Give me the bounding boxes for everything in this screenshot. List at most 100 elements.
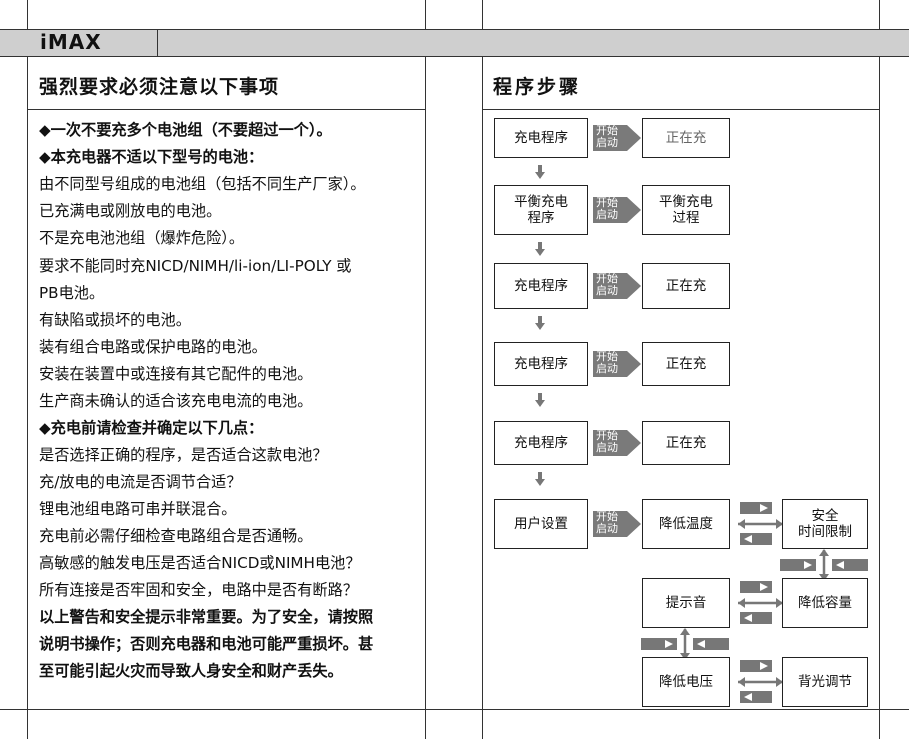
- program-box: 充电程序: [494, 263, 588, 309]
- warning-line: 说明书操作；否则充电器和电池可能严重损坏。甚: [39, 635, 374, 653]
- status-box: 正在充: [642, 263, 730, 309]
- box-text: 程序: [527, 210, 555, 226]
- status-box: 正在充: [642, 118, 730, 158]
- arrow-down-icon: [535, 241, 545, 256]
- frame-line-mid2: [482, 0, 483, 739]
- arrow-right-icon: [593, 273, 641, 299]
- start-label-line: 开始: [596, 124, 618, 137]
- box-text: 平衡充电: [514, 194, 568, 210]
- box-text: 提示音: [665, 595, 707, 611]
- arrow-right-icon: [593, 351, 641, 377]
- start-label-line: 启动: [596, 522, 618, 535]
- start-label: 开始启动: [596, 351, 618, 375]
- arrow-right-icon: [593, 511, 641, 537]
- arrow-down-icon: [535, 392, 545, 407]
- box-text: 充电程序: [514, 356, 568, 372]
- bidirectional-arrow-icon: [780, 549, 870, 585]
- start-label-line: 启动: [596, 136, 618, 149]
- arrow-right-icon: [593, 125, 641, 151]
- bidirectional-arrow-icon: [738, 660, 783, 708]
- start-arrow: 开始启动: [593, 125, 641, 151]
- warning-line: 安装在装置中或连接有其它配件的电池。: [39, 365, 313, 383]
- start-label: 开始启动: [596, 197, 618, 221]
- user-setup-box: 用户设置: [494, 499, 588, 549]
- status-box: 正在充: [642, 421, 730, 465]
- bidirectional-arrow-icon: [738, 581, 783, 629]
- header-bar: [0, 29, 909, 57]
- box-text: 背光调节: [798, 674, 852, 690]
- start-arrow: 开始启动: [593, 511, 641, 537]
- box-text: 正在充: [665, 356, 707, 372]
- imax-logo: iMAX: [40, 30, 102, 54]
- warning-line: PB电池。: [39, 284, 105, 302]
- start-label-line: 开始: [596, 510, 618, 523]
- box-text: 正在充: [665, 278, 707, 294]
- program-box: 充电程序: [494, 118, 588, 158]
- start-label-line: 启动: [596, 441, 618, 454]
- warning-line: 锂电池组电路可串并联混合。: [39, 500, 237, 518]
- arrow-right-icon: [593, 197, 641, 223]
- status-box: 正在充: [642, 342, 730, 386]
- program-box: 充电程序: [494, 421, 588, 465]
- box-text: 充电程序: [514, 435, 568, 451]
- frame-line-right: [879, 0, 880, 739]
- warning-line: 是否选择正确的程序，是否适合这款电池？: [39, 446, 328, 464]
- start-label-line: 开始: [596, 350, 618, 363]
- start-arrow: 开始启动: [593, 351, 641, 377]
- backlight-box: 背光调节: [782, 657, 868, 707]
- safety-time-box: 安全时间限制: [782, 499, 868, 549]
- warning-line: 不是充电池池组（爆炸危险）。: [39, 229, 245, 247]
- lower-voltage-box: 降低电压: [642, 657, 730, 707]
- bidirectional-arrow-icon: [738, 502, 783, 550]
- program-box: 充电程序: [494, 342, 588, 386]
- start-label-line: 启动: [596, 208, 618, 221]
- warning-line: 已充满电或刚放电的电池。: [39, 202, 222, 220]
- box-text: 正在充: [665, 130, 707, 146]
- right-title: 程序步骤: [493, 76, 582, 98]
- warning-line: 所有连接是否牢固和安全，电路中是否有断路？: [39, 581, 358, 599]
- start-label-line: 开始: [596, 272, 618, 285]
- box-text: 过程: [672, 210, 700, 226]
- tone-box: 提示音: [642, 578, 730, 628]
- box-text: 安全: [811, 508, 839, 524]
- box-text: 充电程序: [514, 130, 568, 146]
- box-text: 充电程序: [514, 278, 568, 294]
- box-text: 时间限制: [798, 524, 852, 540]
- warning-line: 以上警告和安全提示非常重要。为了安全，请按照: [39, 608, 374, 626]
- frame-line-bottom: [0, 709, 909, 710]
- warning-line: 充/放电的电流是否调节合适？: [39, 473, 242, 491]
- lower-capacity-box: 降低容量: [782, 578, 868, 628]
- frame-line-mid1: [425, 0, 426, 739]
- start-label: 开始启动: [596, 273, 618, 297]
- left-title: 强烈要求必须注意以下事项: [39, 76, 280, 98]
- start-label-line: 启动: [596, 284, 618, 297]
- bidirectional-arrow-icon: [641, 628, 731, 664]
- box-text: 降低温度: [659, 516, 713, 532]
- warning-line: 生产商未确认的适合该充电电流的电池。: [39, 392, 313, 410]
- frame-line-left: [27, 0, 28, 739]
- arrow-down-icon: [535, 471, 545, 486]
- warning-line: 装有组合电路或保护电路的电池。: [39, 338, 267, 356]
- box-text: 正在充: [665, 435, 707, 451]
- lower-temp-box: 降低温度: [642, 499, 730, 549]
- warning-line: 高敏感的触发电压是否适合NICD或NIMH电池？: [39, 554, 361, 572]
- warning-line: ◆充电前请检查并确定以下几点：: [39, 419, 264, 437]
- start-arrow: 开始启动: [593, 430, 641, 456]
- start-label-line: 开始: [596, 429, 618, 442]
- box-text: 降低电压: [659, 674, 713, 690]
- warning-line: 至可能引起火灾而导致人身安全和财产丢失。: [39, 662, 343, 680]
- warning-line: 充电前必需仔细检查电路组合是否通畅。: [39, 527, 313, 545]
- frame-line-title-right: [482, 109, 880, 110]
- box-text: 平衡充电: [659, 194, 713, 210]
- warning-line: 要求不能同时充NICD/NIMH/li-ion/LI-POLY 或: [39, 257, 352, 275]
- start-label: 开始启动: [596, 511, 618, 535]
- arrow-down-icon: [535, 315, 545, 330]
- frame-line-title-left: [27, 109, 426, 110]
- start-arrow: 开始启动: [593, 197, 641, 223]
- box-text: 降低容量: [798, 595, 852, 611]
- warning-line: 由不同型号组成的电池组（包括不同生产厂家）。: [39, 175, 366, 193]
- warning-line: ◆一次不要充多个电池组（不要超过一个）。: [39, 121, 332, 139]
- start-label-line: 开始: [596, 196, 618, 209]
- box-text: 用户设置: [514, 516, 568, 532]
- arrow-down-icon: [535, 164, 545, 179]
